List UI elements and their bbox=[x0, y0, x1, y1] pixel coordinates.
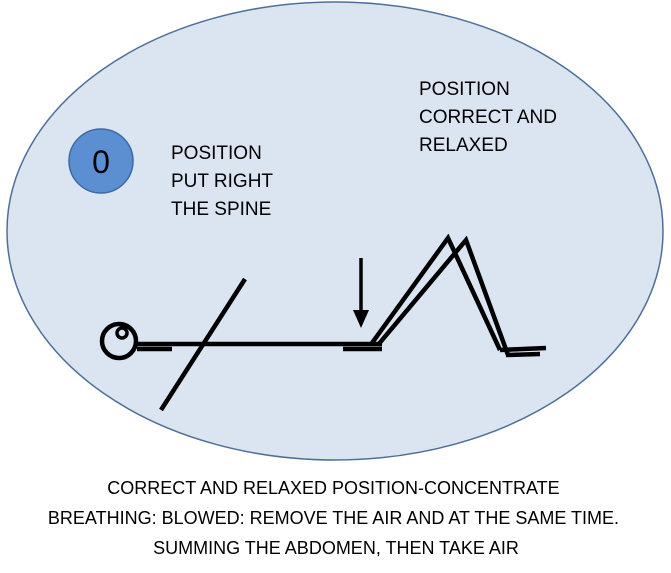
lying-figure bbox=[99, 233, 547, 412]
left-note-line-1: POSITION bbox=[171, 143, 262, 164]
figure-foot-2 bbox=[505, 351, 541, 358]
figure-eye bbox=[115, 326, 129, 340]
figure-leg-1 bbox=[370, 233, 503, 351]
step-badge: 0 bbox=[68, 128, 134, 194]
figure-head bbox=[99, 321, 139, 361]
caption-line-1: CORRECT AND RELAXED POSITION-CONCENTRATE bbox=[107, 478, 559, 498]
down-arrow bbox=[353, 258, 369, 328]
right-note-line-3: RELAXED bbox=[419, 135, 508, 156]
left-note: POSITION PUT RIGHT THE SPINE bbox=[171, 143, 278, 220]
down-arrow-head bbox=[353, 310, 369, 328]
left-note-line-2: PUT RIGHT bbox=[171, 171, 273, 192]
background-oval bbox=[6, 1, 664, 461]
right-note-line-1: POSITION bbox=[419, 79, 510, 100]
right-note: POSITION CORRECT AND RELAXED bbox=[419, 79, 562, 156]
figure-arm bbox=[159, 277, 247, 412]
figure-leg-2 bbox=[376, 235, 511, 356]
step-badge-label: 0 bbox=[92, 144, 110, 180]
right-note-line-2: CORRECT AND bbox=[419, 107, 557, 128]
caption-line-3: SUMMING THE ABDOMEN, THEN TAKE AIR bbox=[153, 538, 519, 558]
caption-line-2: BREATHING: BLOWED: REMOVE THE AIR AND AT… bbox=[48, 508, 619, 528]
step-badge-circle bbox=[68, 128, 134, 194]
caption: CORRECT AND RELAXED POSITION-CONCENTRATE… bbox=[48, 478, 624, 558]
figure-foot-1 bbox=[499, 345, 547, 353]
left-note-line-3: THE SPINE bbox=[171, 199, 271, 220]
